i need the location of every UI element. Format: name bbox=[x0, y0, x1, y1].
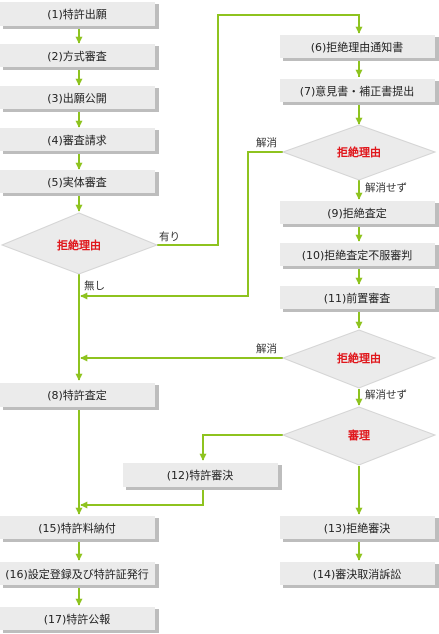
label-no: 無し bbox=[84, 279, 105, 292]
process-box-11: (11)前置審査 bbox=[280, 286, 439, 312]
process-box-10-label: (10)拒絶査定不服審判 bbox=[302, 248, 413, 262]
process-box-1: (1)特許出願 bbox=[0, 2, 159, 29]
process-box-12-label: (12)特許審決 bbox=[167, 468, 234, 482]
process-box-15-label: (15)特許料納付 bbox=[38, 521, 116, 535]
process-box-13-label: (13)拒絶審決 bbox=[324, 521, 391, 535]
label-resolved-2: 解消 bbox=[256, 342, 277, 355]
decision-4: 審理 bbox=[281, 406, 437, 466]
decision-1-label: 拒絶理由 bbox=[57, 238, 101, 252]
decision-2-label: 拒絶理由 bbox=[337, 145, 381, 159]
connector-12-15 bbox=[80, 489, 204, 509]
decision-2: 拒絶理由 bbox=[281, 124, 437, 181]
process-box-10: (10)拒絶査定不服審判 bbox=[280, 243, 439, 269]
process-box-6-label: (6)拒絶理由通知書 bbox=[311, 40, 404, 54]
decision-3-label: 拒絶理由 bbox=[337, 351, 381, 365]
label-not-resolved-2: 解消せず bbox=[365, 388, 407, 401]
process-box-13: (13)拒絶審決 bbox=[280, 516, 439, 542]
process-box-9: (9)拒絶査定 bbox=[280, 201, 439, 227]
process-box-11-label: (11)前置審査 bbox=[324, 291, 391, 305]
process-box-15: (15)特許料納付 bbox=[0, 516, 159, 542]
process-box-17: (17)特許公報 bbox=[0, 607, 159, 633]
process-box-5-label: (5)実体審査 bbox=[47, 175, 107, 189]
process-box-14-label: (14)審決取消訴訟 bbox=[313, 567, 402, 581]
process-box-9-label: (9)拒絶査定 bbox=[327, 206, 387, 220]
process-box-14: (14)審決取消訴訟 bbox=[280, 562, 439, 588]
label-resolved-1: 解消 bbox=[256, 136, 277, 149]
process-box-1-label: (1)特許出願 bbox=[47, 7, 107, 21]
process-box-7: (7)意見書・補正書提出 bbox=[280, 79, 439, 105]
process-box-12: (12)特許審決 bbox=[123, 463, 282, 490]
process-box-17-label: (17)特許公報 bbox=[44, 612, 111, 626]
process-box-16-label: (16)設定登録及び特許証発行 bbox=[5, 567, 149, 581]
label-yes: 有り bbox=[159, 230, 180, 243]
connector-d1-yes-6 bbox=[157, 14, 363, 246]
process-box-8: (8)特許査定 bbox=[0, 383, 159, 410]
process-box-5: (5)実体審査 bbox=[0, 170, 159, 196]
process-box-2: (2)方式審査 bbox=[0, 44, 159, 70]
process-box-7-label: (7)意見書・補正書提出 bbox=[300, 84, 415, 98]
decision-1: 拒絶理由 bbox=[0, 212, 159, 275]
process-box-6: (6)拒絶理由通知書 bbox=[280, 35, 439, 61]
decision-3: 拒絶理由 bbox=[281, 329, 437, 389]
process-box-4-label: (4)審査請求 bbox=[47, 133, 107, 147]
label-not-resolved-1: 解消せず bbox=[365, 181, 407, 194]
process-box-4: (4)審査請求 bbox=[0, 128, 159, 154]
connector-d4-12 bbox=[199, 434, 283, 461]
process-box-2-label: (2)方式審査 bbox=[47, 49, 107, 63]
process-box-3: (3)出願公開 bbox=[0, 86, 159, 112]
decision-4-label: 審理 bbox=[347, 428, 370, 442]
connector-d2-resolved bbox=[80, 151, 283, 300]
connectors bbox=[75, 14, 363, 606]
process-box-8-label: (8)特許査定 bbox=[47, 388, 107, 402]
process-box-16: (16)設定登録及び特許証発行 bbox=[0, 562, 159, 588]
process-box-3-label: (3)出願公開 bbox=[47, 91, 107, 105]
